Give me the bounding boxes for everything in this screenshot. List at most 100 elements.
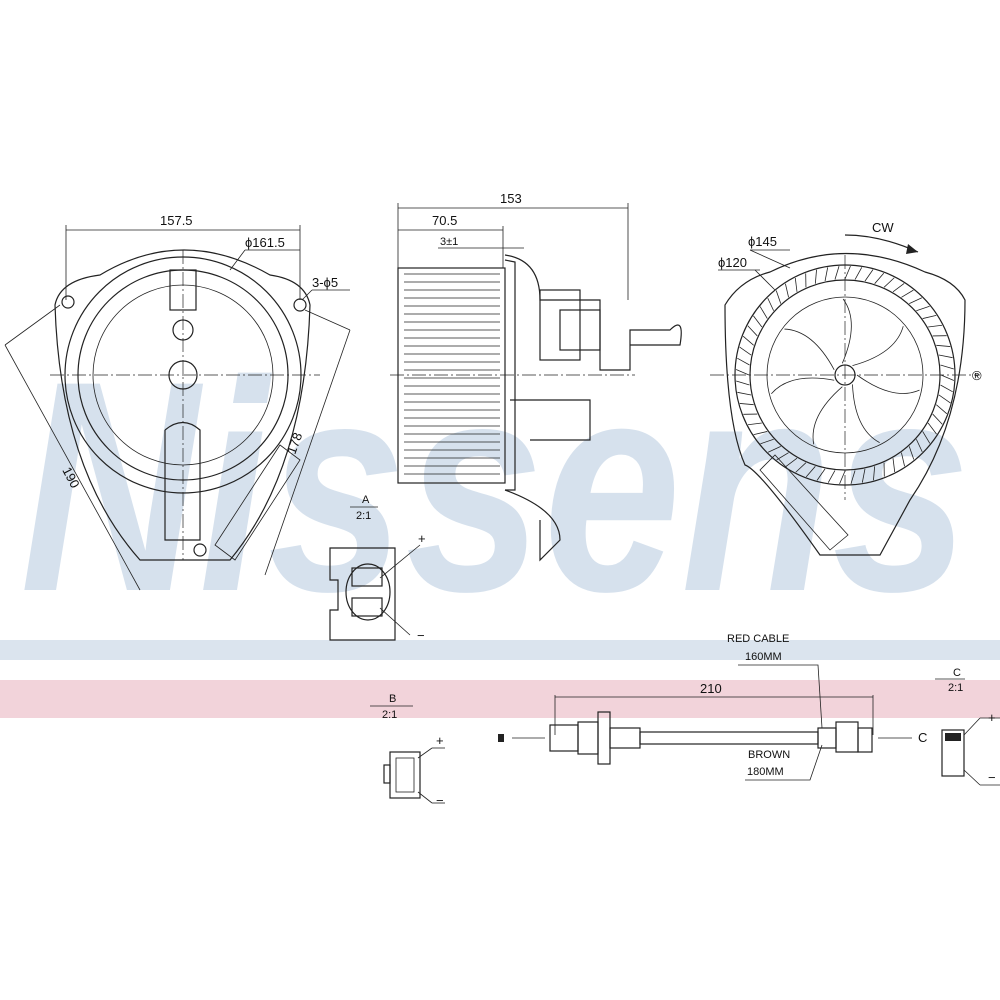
- detail-a-label: A: [362, 494, 370, 506]
- impeller-blade: [936, 404, 948, 415]
- detail-a-plus: +: [418, 531, 426, 546]
- impeller-blade: [938, 394, 951, 404]
- impeller-blade: [737, 357, 750, 366]
- red-cable-label: RED CABLE: [727, 633, 789, 645]
- impeller-blade: [759, 306, 768, 319]
- dim-157-5: 157.5: [160, 213, 193, 228]
- impeller-blade: [739, 403, 754, 406]
- impeller-blade: [753, 315, 763, 328]
- impeller-blade: [892, 458, 896, 473]
- cable-assembly: 210 C RED CABLE 160MM BROWN 180MM: [498, 633, 927, 781]
- impeller-blade: [932, 413, 943, 425]
- brown-cable-label: BROWN: [748, 749, 790, 761]
- dim-70-5: 70.5: [432, 213, 457, 228]
- impeller-blade: [767, 297, 775, 311]
- impeller-blade: [892, 283, 905, 293]
- impeller-blade: [767, 445, 781, 453]
- hub-vane: [852, 384, 880, 444]
- impeller-blade: [940, 364, 954, 370]
- impeller-blade: [795, 462, 807, 473]
- impeller-blade: [742, 335, 754, 346]
- impeller-blade: [739, 346, 752, 356]
- detail-c: C 2:1 + −: [935, 667, 1000, 786]
- hub-vane: [784, 328, 835, 370]
- impeller-blade: [839, 470, 846, 485]
- impeller-blade: [908, 446, 915, 460]
- dim-diameter-145: ϕ145: [748, 234, 777, 249]
- detail-c-scale: 2:1: [948, 682, 963, 694]
- nissens-watermark: Nissens: [20, 318, 970, 654]
- impeller-blade: [760, 438, 774, 445]
- blue-band: [0, 640, 1000, 660]
- impeller-blade: [909, 297, 923, 305]
- impeller-blade: [814, 269, 817, 284]
- impeller-blade: [747, 325, 758, 337]
- detail-a-scale: 2:1: [356, 510, 371, 522]
- detail-a: A 2:1 + −: [329, 494, 426, 643]
- dim-3-tolerance: 3±1: [440, 236, 458, 248]
- impeller-blade: [927, 422, 937, 435]
- impeller-blade: [824, 267, 829, 282]
- impeller-blade: [805, 466, 816, 478]
- impeller-blade: [854, 267, 863, 280]
- red-cable-length: 160MM: [745, 651, 782, 663]
- detail-c-minus: −: [988, 770, 996, 785]
- impeller-blade: [850, 470, 856, 484]
- detail-a-minus: −: [417, 628, 425, 643]
- hub-vane: [771, 377, 835, 394]
- impeller-blade: [883, 277, 895, 288]
- impeller-blade: [874, 272, 885, 284]
- pink-band: [0, 680, 1000, 718]
- dim-diameter-161-5: ϕ161.5: [245, 235, 285, 250]
- impeller-blade: [901, 452, 905, 467]
- impeller-blade: [785, 457, 798, 467]
- dim-153: 153: [500, 191, 522, 206]
- impeller-blade: [940, 374, 955, 381]
- impeller-blade: [901, 289, 914, 298]
- hub-vane: [812, 386, 843, 445]
- impeller-blade: [936, 344, 951, 347]
- dim-diameter-120: ϕ120: [718, 255, 747, 270]
- cable-end-c: C: [918, 730, 927, 745]
- dim-178: 178: [284, 431, 306, 457]
- detail-b: B 2:1 + −: [370, 693, 445, 808]
- impeller-blade: [834, 266, 840, 280]
- impeller-blade: [915, 439, 923, 453]
- side-view: 153 70.5 3±1: [390, 191, 682, 562]
- brown-cable-length: 180MM: [747, 766, 784, 778]
- impeller-blade: [916, 305, 930, 312]
- impeller-blade: [864, 269, 874, 282]
- front-view: 157.5 ϕ161.5 3-ϕ5 190 178: [4, 213, 351, 591]
- impeller-blade: [775, 290, 782, 304]
- impeller-blade: [922, 431, 931, 444]
- detail-b-minus: −: [436, 793, 444, 808]
- impeller-blade: [736, 380, 750, 386]
- impeller-blade: [928, 324, 943, 328]
- impeller-blade: [940, 384, 953, 393]
- impeller-blade: [844, 265, 851, 280]
- dim-210: 210: [700, 681, 722, 696]
- detail-b-scale: 2:1: [382, 709, 397, 721]
- impeller-blade: [873, 466, 876, 481]
- impeller-blade: [753, 431, 768, 435]
- impeller-blade: [737, 391, 752, 396]
- detail-b-plus: +: [436, 733, 444, 748]
- detail-c-label: C: [953, 667, 961, 679]
- detail-c-plus: +: [988, 710, 996, 725]
- impeller-blade: [827, 470, 836, 483]
- impeller-blade: [747, 422, 762, 426]
- hub-vane: [852, 326, 904, 367]
- impeller-blade: [816, 468, 826, 481]
- impeller-blade: [922, 315, 937, 319]
- rotation-cw-label: CW: [872, 220, 894, 235]
- impeller-blade: [861, 468, 866, 483]
- hub-vane: [856, 374, 920, 394]
- impeller-blade: [938, 354, 953, 359]
- detail-b-label: B: [389, 693, 396, 705]
- rear-view: ϕ145 ϕ120 CW: [710, 220, 980, 556]
- impeller-blade: [735, 369, 750, 376]
- impeller-blade: [794, 277, 798, 292]
- dim-3-holes: 3-ϕ5: [312, 275, 338, 290]
